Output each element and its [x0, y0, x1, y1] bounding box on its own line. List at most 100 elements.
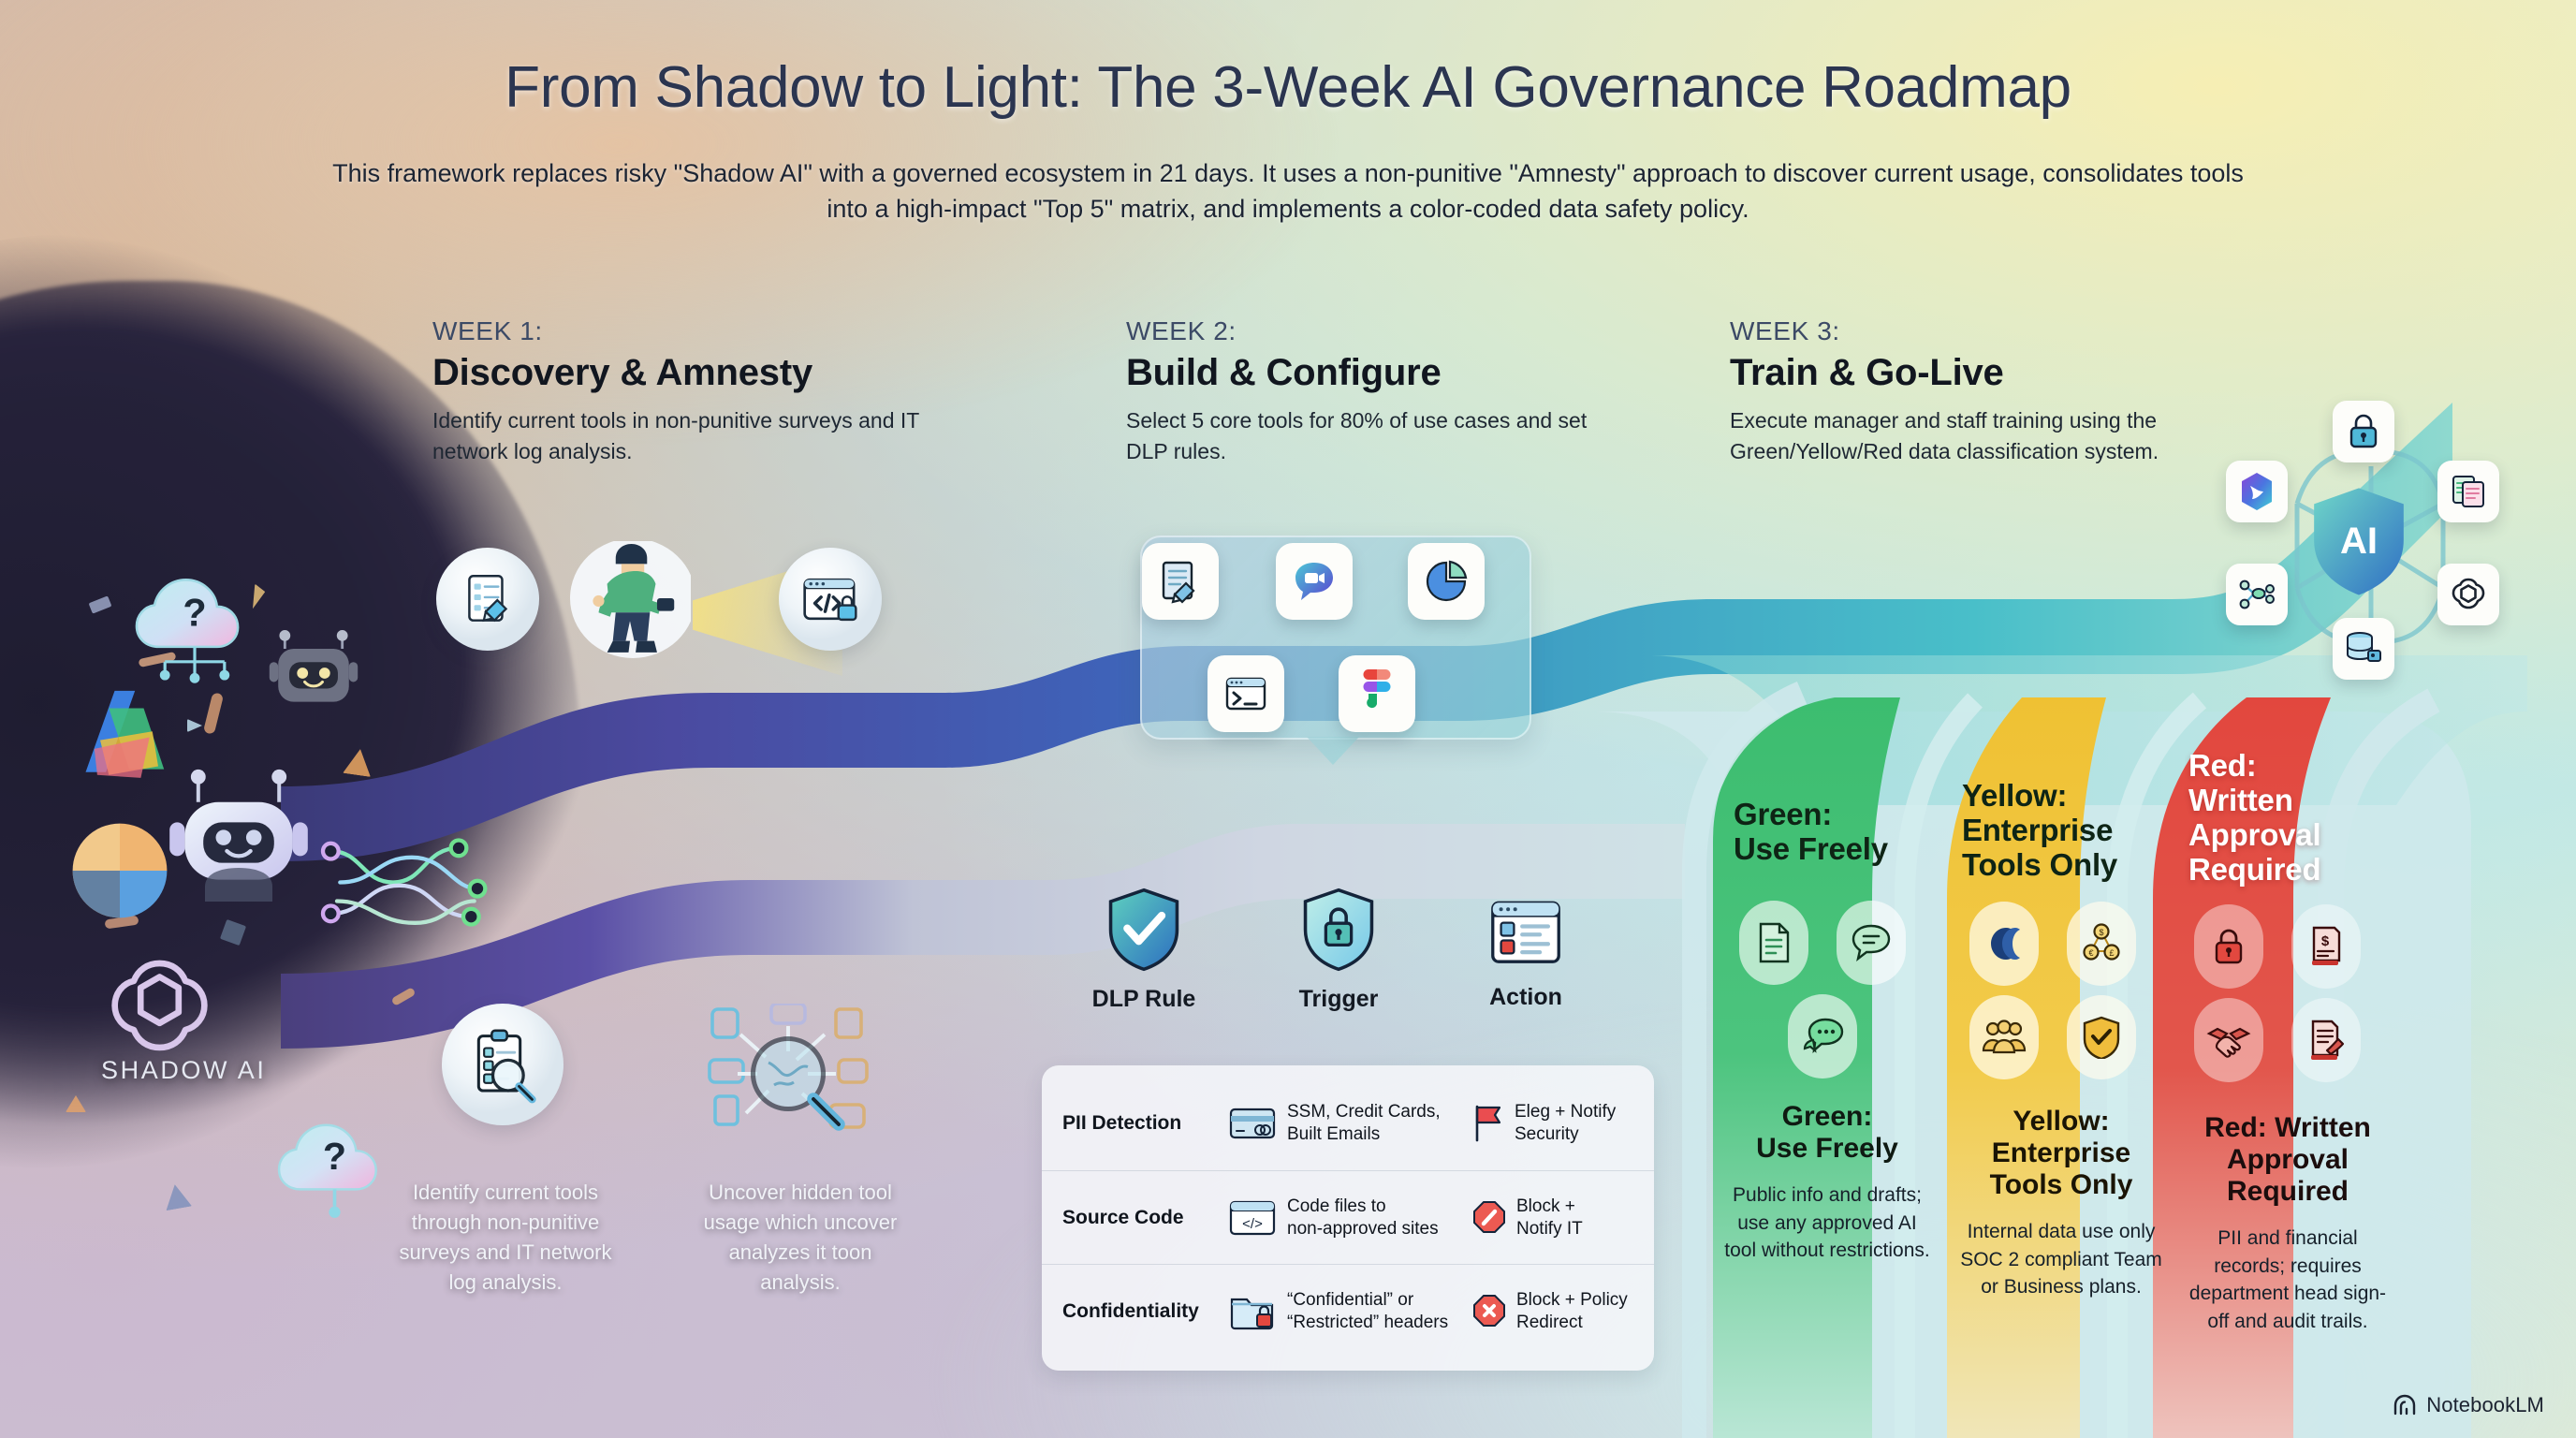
figma-logo-icon: [1339, 655, 1415, 732]
signed-contract-icon: [2291, 997, 2361, 1082]
document-editor-icon: [1142, 543, 1219, 620]
week-1-kicker: WEEK 1:: [432, 316, 543, 345]
classification-green: Green: Use Freely Green: Use Freely Publ…: [1720, 797, 1934, 1264]
copilot-logo-icon: [2226, 461, 2288, 522]
ai-shield-hub-icon: AI: [2314, 488, 2404, 595]
yellow-body: Internal data use only SOC 2 compliant T…: [1960, 1221, 2162, 1299]
table-row: Source Code </> Code files to non-approv…: [1042, 1170, 1654, 1264]
credit-card-icon: [1229, 1108, 1276, 1139]
cloud-question-icon-2: ?: [277, 1123, 377, 1218]
week-2-desc: Select 5 core tools for 80% of use cases…: [1126, 408, 1588, 463]
shield-check-icon: [1108, 888, 1179, 972]
shadow-ai-label: SHADOW AI: [101, 1056, 267, 1084]
shield-lock-icon: [1303, 888, 1374, 972]
dlp-table: PII Detection SSM, Credit Cards, Built E…: [1042, 1065, 1654, 1371]
yellow-footer: Yellow: Enterprise Tools Only: [1989, 1105, 2133, 1201]
week-2-title: Build & Configure: [1126, 352, 1442, 393]
action-header: Action: [1460, 897, 1591, 1011]
discovery-caption-1: Identify current tools through non-punit…: [399, 1181, 612, 1294]
explorer-flashlight-icon: [570, 541, 691, 658]
dlp-rule-name: Confidentiality: [1062, 1299, 1199, 1322]
team-group-icon: [1969, 994, 2039, 1079]
svg-text:£: £: [2109, 948, 2114, 958]
svg-text:$: $: [2321, 933, 2330, 949]
page-subtitle: This framework replaces risky "Shadow AI…: [332, 159, 2244, 224]
week-1-desc: Identify current tools in non-punitive s…: [432, 408, 919, 463]
claude-logo-icon: [1969, 901, 2039, 986]
week-1-title: Discovery & Amnesty: [432, 352, 813, 393]
discovery-caption-2: Uncover hidden tool usage which uncover …: [703, 1181, 898, 1294]
week-3-desc: Execute manager and staff training using…: [1730, 408, 2159, 463]
week-3-title: Train & Go-Live: [1730, 352, 2004, 393]
notebooklm-logo-icon: [2394, 1394, 2416, 1416]
classification-yellow: Yellow: Enterprise Tools Only $ € £: [1954, 778, 2168, 1301]
padlock-icon: [2333, 401, 2394, 462]
week-3-block: WEEK 3: Train & Go-Live Execute manager …: [1730, 316, 2217, 466]
coin-network-icon: $ € £: [2067, 901, 2136, 986]
shield-check-icon: [2067, 994, 2136, 1079]
green-heading: Green: Use Freely: [1734, 797, 1888, 866]
red-heading: Red: Written Approval Required: [2188, 748, 2321, 887]
code-window-icon: </>: [1229, 1200, 1276, 1235]
dlp-action-text: Eleg + Notify Security: [1515, 1102, 1617, 1144]
robot-icon: [269, 629, 359, 702]
action-label: Action: [1489, 984, 1562, 1010]
svg-text:€: €: [2088, 948, 2093, 958]
dlp-rule-name: Source Code: [1062, 1206, 1184, 1228]
table-row: PII Detection SSM, Credit Cards, Built E…: [1042, 1077, 1654, 1170]
code-lock-window-icon: [779, 548, 882, 651]
classification-red: Red: Written Approval Required $: [2181, 748, 2394, 1335]
folder-lock-icon: [1230, 1298, 1274, 1329]
copilot-logo-icon: [85, 690, 165, 778]
chatbot-icon: [169, 769, 308, 902]
survey-clipboard-icon: [436, 548, 539, 651]
padlock-icon: [2194, 903, 2263, 989]
red-body: PII and financial records; requires depa…: [2188, 1227, 2387, 1332]
dlp-trigger-text: Code files to non-approved sites: [1287, 1196, 1439, 1239]
dlp-trigger-text: SSM, Credit Cards, Built Emails: [1287, 1102, 1441, 1144]
pie-chart-icon: [1408, 543, 1485, 620]
trigger-label: Trigger: [1298, 986, 1379, 1012]
document-icon: [1739, 900, 1808, 985]
block-x-icon: [1473, 1294, 1505, 1327]
dlp-rule-header: DLP Rule: [1078, 888, 1209, 1013]
neural-network-icon: [320, 838, 488, 927]
svg-text:$: $: [2099, 928, 2103, 937]
page-title: From Shadow to Light: The 3-Week AI Gove…: [505, 55, 2071, 120]
svg-text:AI: AI: [2340, 521, 2378, 562]
chat-dots-icon: [1788, 993, 1857, 1078]
clipboard-magnifier-icon: [442, 1004, 564, 1125]
openai-logo-icon: [111, 960, 208, 1051]
red-flag-icon: [1475, 1105, 1501, 1142]
dlp-action-text: Block + Notify IT: [1516, 1196, 1583, 1239]
watermark-label: NotebookLM: [2426, 1393, 2544, 1416]
table-row: Confidentiality “Confidential” or “Restr…: [1042, 1264, 1654, 1357]
yellow-heading: Yellow: Enterprise Tools Only: [1962, 778, 2118, 882]
handshake-icon: [2194, 997, 2263, 1082]
document-compare-icon: [2437, 461, 2499, 522]
dlp-action-text: Block + Policy Redirect: [1516, 1289, 1628, 1332]
week-1-block: WEEK 1: Discovery & Amnesty Identify cur…: [432, 316, 957, 466]
svg-text:?: ?: [183, 592, 206, 635]
invoice-dollar-icon: $: [2291, 903, 2361, 989]
openai-logo-icon: [2437, 564, 2499, 625]
dlp-trigger-text: “Confidential” or “Restricted” headers: [1287, 1289, 1449, 1332]
week-2-block: WEEK 2: Build & Configure Select 5 core …: [1126, 316, 1613, 466]
watermark: NotebookLM: [2393, 1393, 2544, 1417]
svg-text:</>: </>: [1242, 1216, 1263, 1232]
node-graph-icon: [2226, 564, 2288, 625]
policy-window-icon: [1491, 901, 1560, 963]
block-slash-icon: [1473, 1200, 1505, 1233]
terminal-window-icon: [1208, 655, 1284, 732]
green-footer: Green: Use Freely: [1756, 1100, 1898, 1165]
cloud-question-icon: ?: [135, 579, 240, 683]
trigger-header: Trigger: [1273, 888, 1404, 1013]
chat-bubble-icon: [1837, 900, 1906, 985]
dlp-rule-name: PII Detection: [1062, 1112, 1182, 1134]
red-footer: Red: Written Approval Required: [2204, 1111, 2371, 1208]
week-3-kicker: WEEK 3:: [1730, 316, 1840, 345]
magnifier-network-icon: [708, 1004, 869, 1131]
pie-chart-icon: [72, 823, 168, 918]
database-key-icon: [2333, 618, 2394, 680]
green-body: Public info and drafts; use any approved…: [1724, 1184, 1930, 1262]
